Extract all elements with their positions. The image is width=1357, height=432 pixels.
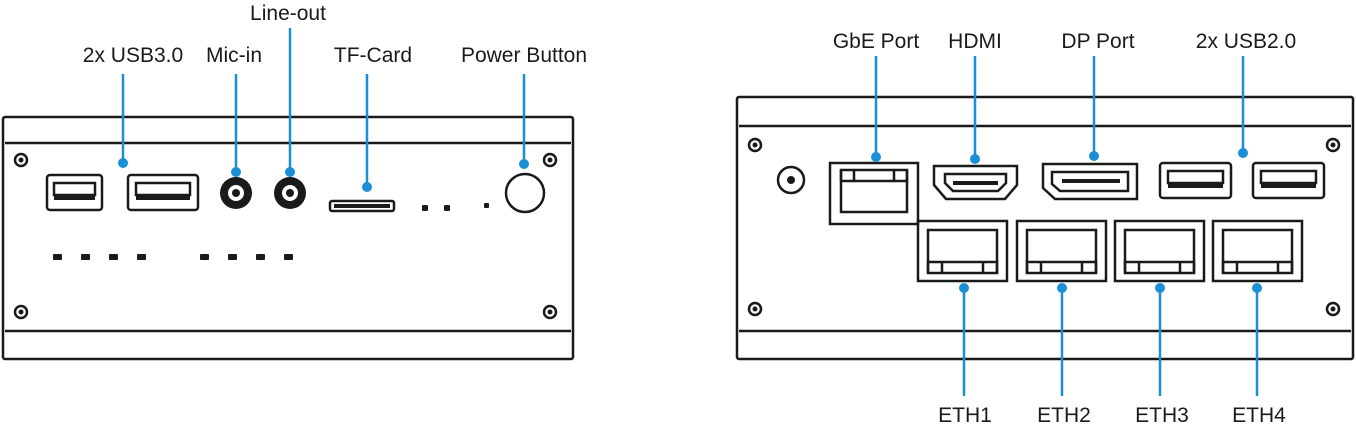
eth2-label: ETH2 — [1037, 404, 1091, 427]
front-screws — [13, 152, 558, 320]
rear-leader-lines — [871, 56, 1262, 396]
line-out-label: Line-out — [250, 2, 326, 25]
eth3-label: ETH3 — [1135, 404, 1189, 427]
usb3-port-1 — [45, 173, 104, 212]
front-panel: 2x USB3.0 Mic-in Line-out TF-Card Power … — [1, 2, 587, 361]
usb2-label: 2x USB2.0 — [1196, 30, 1296, 53]
line-out-jack — [274, 177, 306, 209]
rear-screws — [747, 137, 1341, 317]
screw-icon — [1325, 301, 1341, 317]
eth2-port — [1015, 219, 1108, 283]
status-leds — [422, 203, 489, 211]
usb3-port-2 — [126, 173, 200, 212]
mic-in-jack — [220, 177, 252, 209]
eth4-label: ETH4 — [1232, 404, 1286, 427]
dp-port — [1041, 162, 1139, 201]
screw-icon — [13, 304, 29, 320]
screw-icon — [747, 137, 763, 153]
mic-in-label: Mic-in — [206, 44, 262, 67]
dc-power-jack — [776, 165, 806, 195]
gbe-port — [828, 161, 920, 226]
eth4-port — [1211, 219, 1304, 283]
hdmi-label: HDMI — [948, 30, 1002, 53]
front-vents — [53, 254, 293, 260]
tf-card-slot — [328, 199, 396, 213]
eth1-label: ETH1 — [938, 404, 992, 427]
eth3-port — [1113, 219, 1206, 283]
usb3-label: 2x USB3.0 — [83, 44, 183, 67]
screw-icon — [542, 152, 558, 168]
screw-icon — [1325, 137, 1341, 153]
screw-icon — [542, 304, 558, 320]
gbe-port-label: GbE Port — [833, 30, 920, 53]
front-leader-lines — [118, 28, 529, 192]
tf-card-label: TF-Card — [334, 44, 412, 67]
usb2-port-1 — [1158, 161, 1233, 200]
screw-icon — [747, 301, 763, 317]
power-button-label: Power Button — [461, 44, 587, 67]
usb2-port-2 — [1251, 161, 1326, 200]
eth1-port — [916, 219, 1009, 283]
rear-case-outline — [735, 95, 1355, 361]
rear-panel: GbE Port HDMI DP Port 2x USB2.0 ETH1 ETH… — [735, 30, 1355, 427]
power-button-icon — [504, 172, 546, 214]
front-case-outline — [1, 115, 575, 361]
dp-port-label: DP Port — [1061, 30, 1134, 53]
hdmi-port — [932, 164, 1019, 201]
screw-icon — [13, 152, 29, 168]
